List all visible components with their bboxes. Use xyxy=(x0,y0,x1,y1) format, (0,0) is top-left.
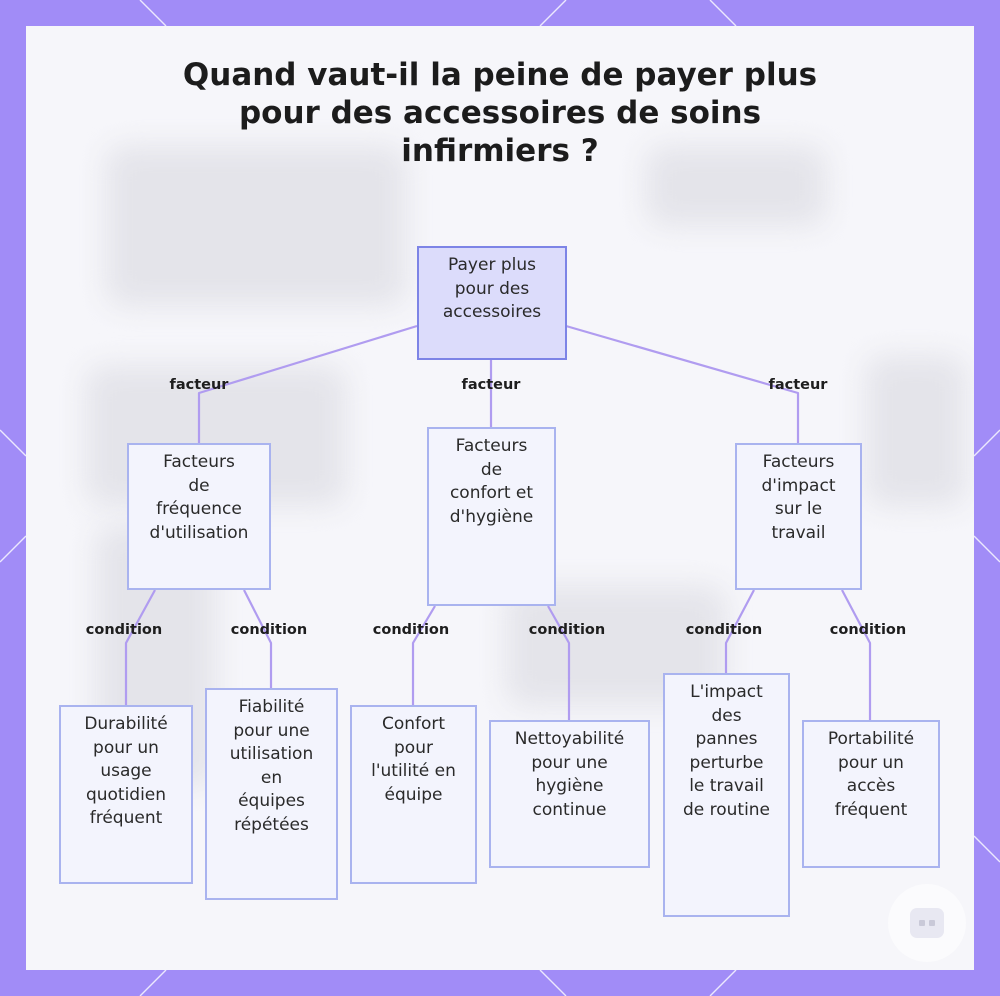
node-line: pour un xyxy=(93,737,159,761)
node-comfort-factors: Facteurs de confort et d'hygiène xyxy=(427,427,556,606)
node-line: de routine xyxy=(683,799,770,823)
edge-impact-portability xyxy=(842,590,870,720)
node-line: d'impact xyxy=(762,475,836,499)
node-line: Fiabilité xyxy=(239,696,305,720)
node-line: quotidien xyxy=(86,784,166,808)
node-line: usage xyxy=(100,760,151,784)
edge-label-factor-center: facteur xyxy=(462,377,521,393)
node-line: pour une xyxy=(531,752,607,776)
assistant-badge[interactable] xyxy=(888,884,966,962)
node-line: Facteurs xyxy=(163,451,235,475)
node-line: Facteurs xyxy=(763,451,835,475)
edge-comfort-comfortuse xyxy=(413,606,435,705)
node-frequency-factors: Facteurs de fréquence d'utilisation xyxy=(127,443,271,590)
node-portability: Portabilité pour un accès fréquent xyxy=(802,720,940,868)
node-breakdown-impact: L'impact des pannes perturbe le travail … xyxy=(663,673,790,917)
node-line: accessoires xyxy=(443,301,541,325)
edge-label-factor-right: facteur xyxy=(769,377,828,393)
edge-root-freq xyxy=(199,326,417,443)
edge-label-condition-5: condition xyxy=(686,622,762,638)
node-line: répétées xyxy=(234,814,309,838)
edge-label-condition-3: condition xyxy=(373,622,449,638)
node-line: de xyxy=(188,475,209,499)
node-line: confort et xyxy=(450,482,533,506)
node-line: hygiène xyxy=(535,775,603,799)
edge-root-impact xyxy=(566,326,798,443)
node-line: fréquent xyxy=(835,799,908,823)
node-line: Confort xyxy=(382,713,445,737)
node-line: perturbe xyxy=(690,752,764,776)
node-line: travail xyxy=(772,522,826,546)
node-line: Durabilité xyxy=(84,713,167,737)
node-line: Portabilité xyxy=(828,728,914,752)
node-line: pour des xyxy=(455,278,529,302)
node-line: accès xyxy=(847,775,895,799)
edge-label-condition-4: condition xyxy=(529,622,605,638)
node-line: fréquence xyxy=(156,498,242,522)
node-line: Facteurs xyxy=(456,435,528,459)
edge-label-condition-1: condition xyxy=(86,622,162,638)
node-line: sur le xyxy=(775,498,822,522)
node-line: de xyxy=(481,459,502,483)
node-line: équipes xyxy=(238,790,305,814)
node-reliability: Fiabilité pour une utilisation en équipe… xyxy=(205,688,338,900)
edge-label-condition-2: condition xyxy=(231,622,307,638)
robot-face-icon xyxy=(910,908,944,938)
node-line: utilisation xyxy=(230,743,313,767)
edge-freq-reliability xyxy=(244,590,271,688)
node-cleanability: Nettoyabilité pour une hygiène continue xyxy=(489,720,650,868)
node-line: d'utilisation xyxy=(150,522,249,546)
node-line: pannes xyxy=(695,728,757,752)
node-line: pour une xyxy=(233,720,309,744)
edge-label-factor-left: facteur xyxy=(170,377,229,393)
node-durability: Durabilité pour un usage quotidien fréqu… xyxy=(59,705,193,884)
node-line: continue xyxy=(533,799,607,823)
node-line: L'impact xyxy=(690,681,763,705)
node-line: des xyxy=(711,705,741,729)
node-line: Payer plus xyxy=(448,254,536,278)
node-line: le travail xyxy=(689,775,764,799)
node-root: Payer plus pour des accessoires xyxy=(417,246,567,360)
node-line: l'utilité en xyxy=(371,760,456,784)
edge-freq-durability xyxy=(126,590,155,705)
node-line: fréquent xyxy=(90,807,163,831)
node-line: pour xyxy=(394,737,433,761)
node-comfort-use: Confort pour l'utilité en équipe xyxy=(350,705,477,884)
edge-label-condition-6: condition xyxy=(830,622,906,638)
node-line: d'hygiène xyxy=(450,506,534,530)
node-line: pour un xyxy=(838,752,904,776)
node-line: en xyxy=(261,767,282,791)
node-line: Nettoyabilité xyxy=(515,728,624,752)
node-line: équipe xyxy=(385,784,443,808)
node-impact-factors: Facteurs d'impact sur le travail xyxy=(735,443,862,590)
